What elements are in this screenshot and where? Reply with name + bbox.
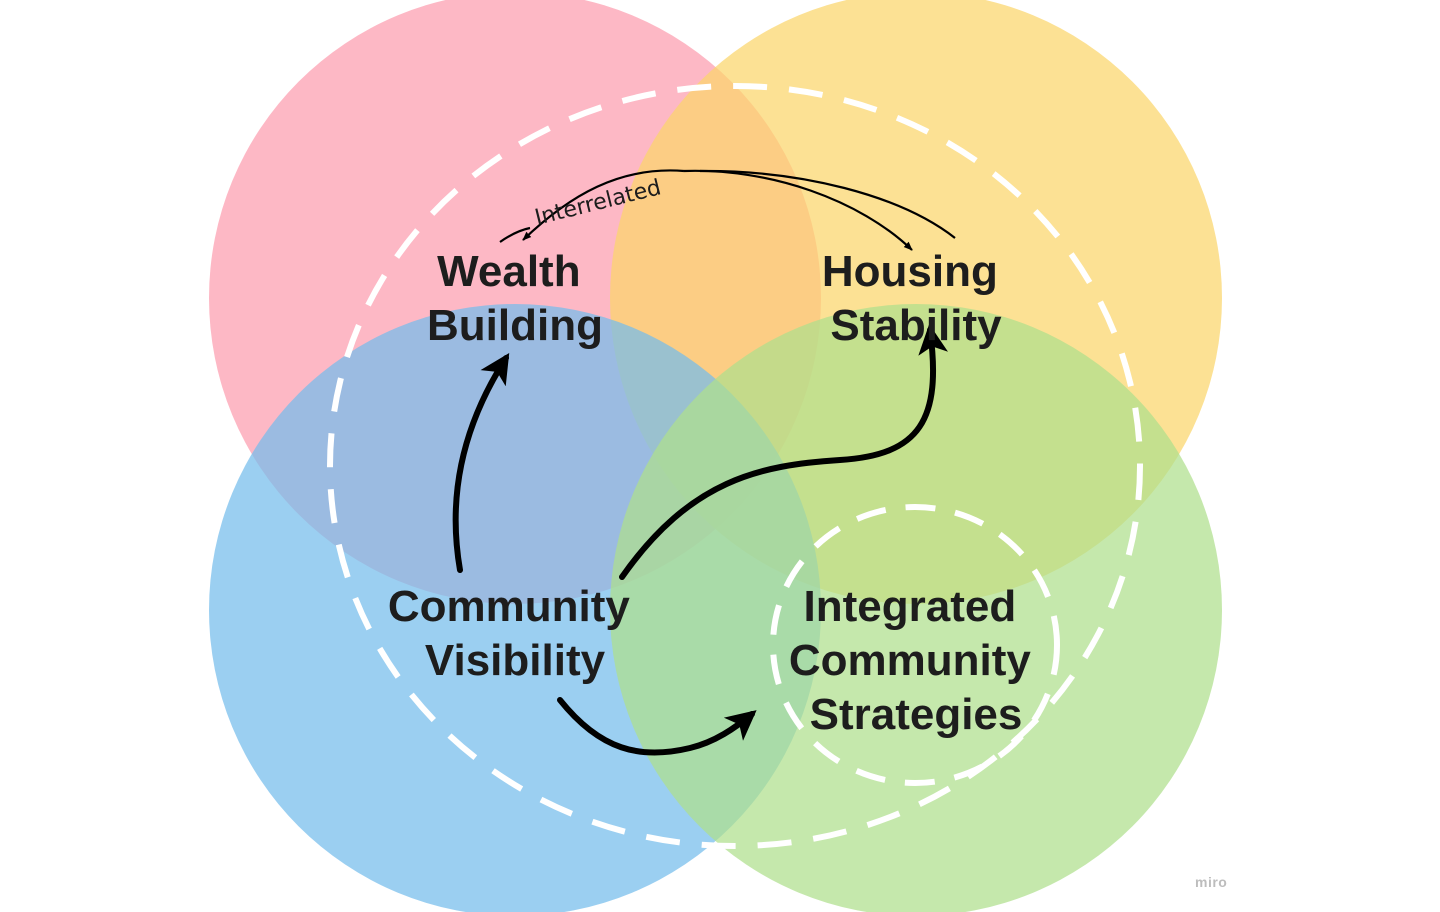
- dashed-inner-ring: [770, 504, 1060, 786]
- interrelated-line-from-housing: [699, 169, 956, 239]
- integrated-circle: [610, 304, 1222, 912]
- arrow-community-to-integrated: [557, 697, 757, 756]
- integrated-label-line1: Integrated: [804, 582, 1017, 631]
- dashed-outer-ring: [327, 83, 1143, 849]
- integrated-label-line3: Strategies: [810, 690, 1023, 739]
- interrelated-line-from-wealth: [499, 226, 531, 243]
- community-visibility-label: Community Visibility: [388, 582, 642, 685]
- integrated-label-line2: Community: [789, 636, 1032, 685]
- housing-label-line1: Housing: [822, 247, 998, 296]
- integrated-strategies-label: Integrated Community Strategies: [789, 582, 1043, 739]
- housing-stability-label: Housing Stability: [822, 247, 1010, 350]
- community-label-line2: Visibility: [425, 636, 606, 685]
- interrelated-arrow-to-wealth: [522, 169, 685, 241]
- wealth-label-line2: Building: [427, 301, 603, 350]
- miro-watermark: miro: [1195, 874, 1228, 890]
- housing-label-line2: Stability: [830, 301, 1002, 350]
- community-label-line1: Community: [388, 582, 631, 631]
- arrow-community-to-wealth: [452, 352, 510, 573]
- wealth-building-label: Wealth Building: [427, 247, 603, 350]
- arrow-community-to-housing: [619, 324, 949, 580]
- wealth-label-line1: Wealth: [437, 247, 580, 296]
